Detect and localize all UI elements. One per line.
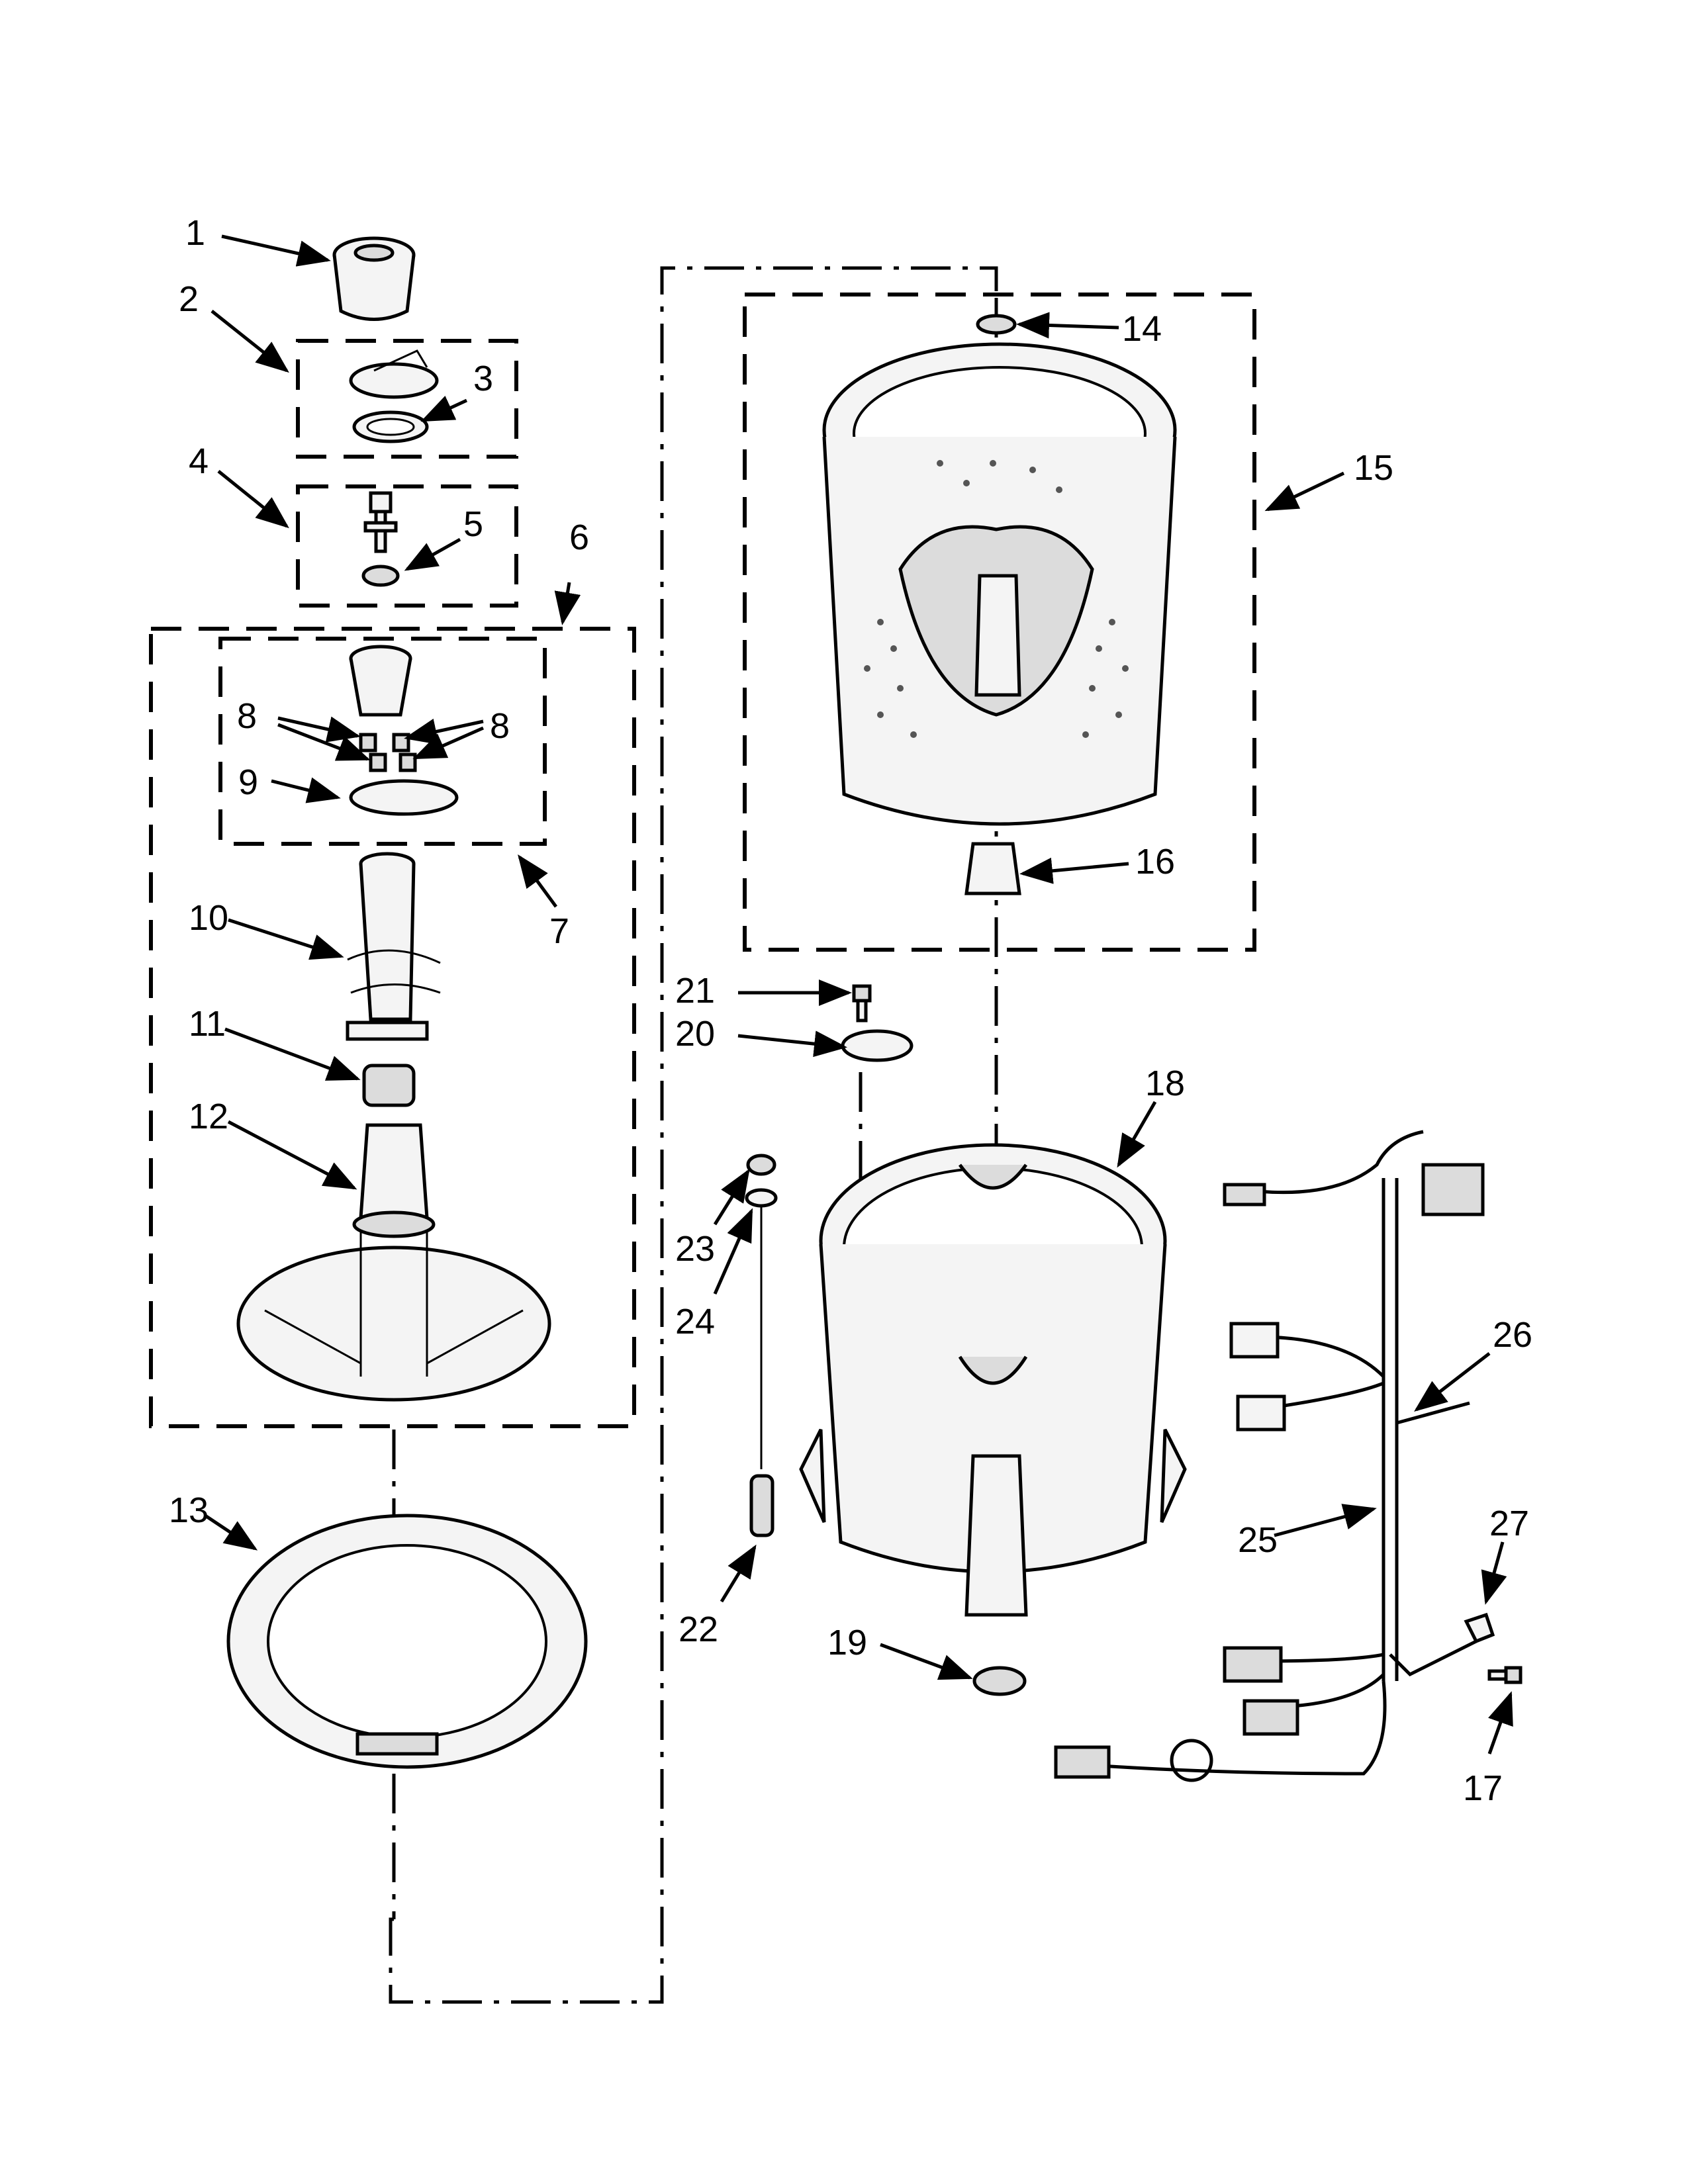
tub-ring	[226, 1514, 588, 1769]
callout-7: 7	[549, 911, 569, 951]
auger	[346, 852, 441, 1041]
group-box-4	[296, 484, 518, 608]
callout-24: 24	[675, 1302, 715, 1342]
agitator-dogs	[359, 733, 417, 772]
centerline-bottom	[389, 266, 998, 2004]
callout-16: 16	[1135, 842, 1175, 882]
drive-nut	[976, 314, 1017, 335]
dog-cam	[349, 779, 459, 816]
outer-tub	[799, 1143, 1187, 1617]
callout-11: 11	[189, 1004, 226, 1044]
callout-8-left: 8	[237, 696, 257, 736]
callout-26: 26	[1493, 1315, 1532, 1355]
callout-4: 4	[189, 441, 209, 481]
agitator-top-adapter	[349, 645, 412, 717]
group-box-6	[149, 627, 636, 1428]
callout-2: 2	[179, 279, 199, 319]
leader-11	[224, 1027, 361, 1081]
agitator-cap	[332, 236, 416, 321]
leader-7	[518, 854, 558, 908]
leader-18	[1117, 1101, 1157, 1168]
callout-13: 13	[169, 1490, 209, 1530]
leader-9	[271, 777, 341, 803]
leader-22	[720, 1544, 757, 1603]
callout-9: 9	[238, 762, 258, 802]
tub-seal	[972, 1666, 1027, 1696]
leader-20	[737, 1030, 847, 1058]
leader-26	[1414, 1352, 1491, 1412]
leader-10	[228, 918, 344, 960]
leader-17	[1487, 1691, 1513, 1754]
callout-23: 23	[675, 1229, 715, 1269]
bracket-20	[841, 1029, 914, 1062]
leader-1	[221, 234, 331, 267]
leader-23	[713, 1168, 750, 1226]
leader-19	[880, 1643, 973, 1680]
screw-17	[1487, 1666, 1523, 1684]
callout-12: 12	[189, 1097, 228, 1136]
leader-25	[1274, 1504, 1377, 1537]
callout-3: 3	[473, 359, 493, 398]
leader-13	[204, 1514, 258, 1551]
callout-17: 17	[1463, 1768, 1503, 1808]
wash-basket	[822, 342, 1177, 826]
leader-4	[217, 470, 289, 529]
basket-hub	[964, 842, 1021, 895]
callout-21: 21	[675, 971, 715, 1011]
leader-16	[1019, 857, 1129, 884]
clip-24	[745, 1188, 778, 1469]
callout-22: 22	[679, 1610, 718, 1649]
leader-14	[1016, 312, 1119, 339]
leader-5	[404, 537, 461, 571]
callout-15: 15	[1354, 448, 1393, 488]
clamp-27	[1464, 1612, 1495, 1644]
leader-8a-2	[277, 723, 371, 761]
leader-24	[713, 1208, 753, 1295]
callout-8-right: 8	[490, 706, 510, 746]
leader-8b-2	[412, 726, 485, 760]
callout-1: 1	[185, 213, 205, 253]
callout-18: 18	[1145, 1064, 1185, 1103]
group-box-7	[218, 637, 547, 846]
leader-3	[420, 395, 468, 422]
group-box-15	[743, 293, 1256, 952]
leader-8a-1	[277, 716, 361, 743]
group-box-2	[296, 339, 518, 459]
agitator-base	[236, 1123, 551, 1402]
leader-8b-1	[404, 718, 484, 745]
coupler	[362, 1064, 416, 1107]
callout-10: 10	[189, 898, 228, 938]
callout-20: 20	[675, 1014, 715, 1054]
callout-14: 14	[1122, 309, 1162, 349]
leader-2	[211, 310, 289, 373]
leader-6	[554, 582, 581, 625]
seal-ring	[352, 410, 429, 443]
leader-15	[1264, 471, 1345, 512]
callout-25: 25	[1238, 1520, 1278, 1560]
callout-19: 19	[827, 1623, 867, 1662]
washer	[361, 565, 400, 587]
agitator-bolt	[363, 491, 398, 553]
cam-part	[349, 349, 439, 399]
callout-27: 27	[1489, 1504, 1529, 1543]
grommet-23	[746, 1154, 776, 1176]
screw-21	[852, 984, 872, 1023]
filter-22	[749, 1474, 774, 1537]
leader-27	[1481, 1541, 1507, 1605]
callout-6: 6	[569, 518, 589, 557]
wire-harness	[1054, 1130, 1485, 1782]
callout-5: 5	[463, 504, 483, 544]
leader-12	[227, 1120, 357, 1190]
